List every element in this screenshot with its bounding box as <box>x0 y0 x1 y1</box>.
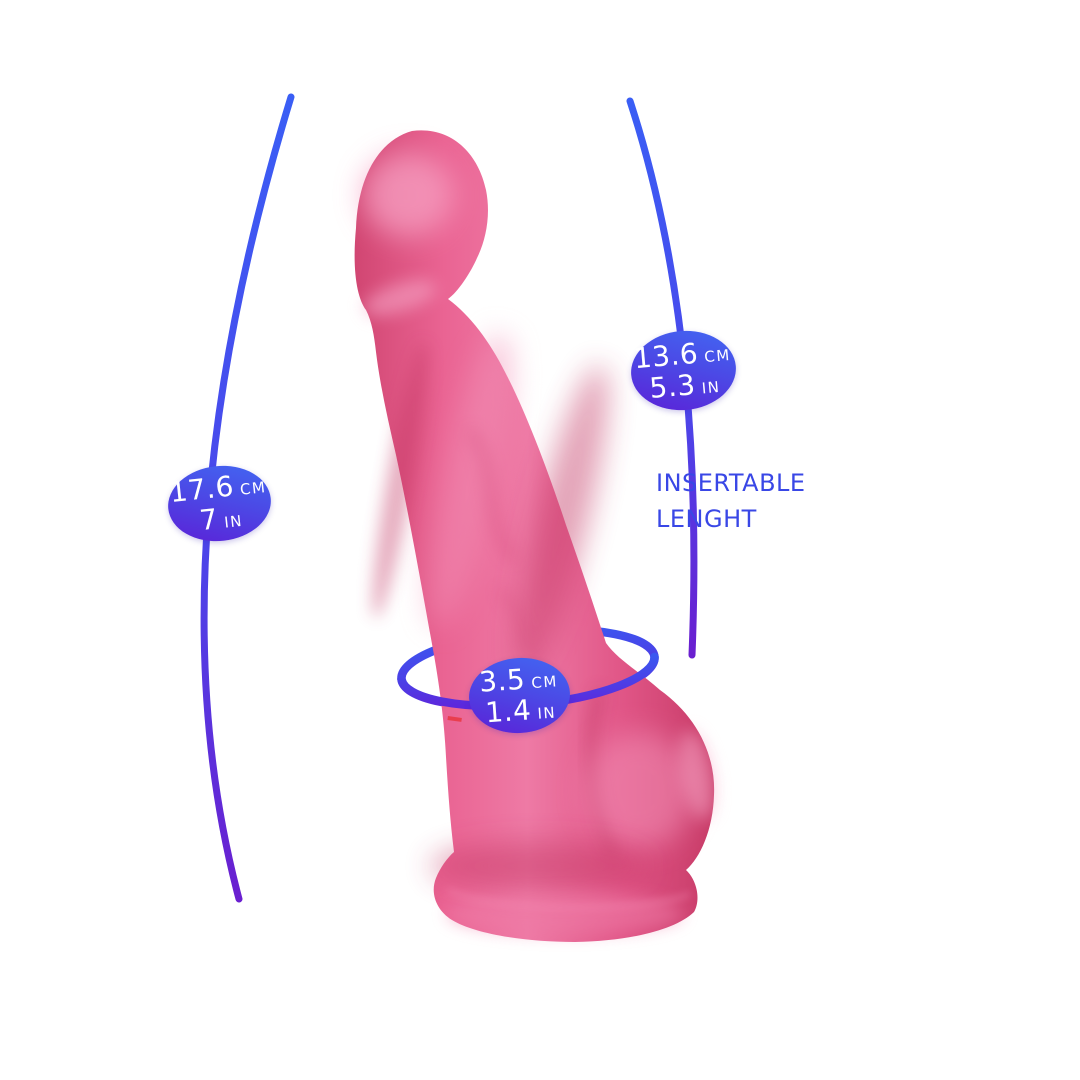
girth-in-unit: IN <box>536 703 557 723</box>
artifact-mark <box>447 716 462 722</box>
product-illustration <box>354 130 715 942</box>
head-highlight <box>362 153 454 237</box>
insertable-length-cm-unit: CM <box>703 346 732 367</box>
girth-in-value: 1.4 <box>484 692 533 729</box>
insertable-length-in-unit: IN <box>700 377 722 397</box>
balls-highlight <box>585 732 695 848</box>
caption-line-1: Insertable <box>656 460 806 500</box>
corona-highlight <box>363 280 437 316</box>
girth-cm-unit: CM <box>530 672 559 693</box>
base-rim-line <box>447 888 691 910</box>
vein-detail <box>466 427 519 563</box>
shaft-shadow-right <box>515 364 609 676</box>
caption-line-2: Lenght <box>656 496 757 536</box>
total-length-cm-unit: CM <box>239 478 268 499</box>
total-length-in-value: 7 <box>197 501 220 537</box>
base-top-shadow <box>430 842 650 890</box>
balls-rim-light <box>679 730 715 820</box>
shaft-shadow-left <box>372 342 428 618</box>
insertable-length-caption: Insertable Lenght <box>656 462 806 534</box>
shaft-highlight <box>428 333 512 627</box>
insertable-length-in-value: 5.3 <box>648 367 697 405</box>
total-length-in-unit: IN <box>223 511 244 532</box>
